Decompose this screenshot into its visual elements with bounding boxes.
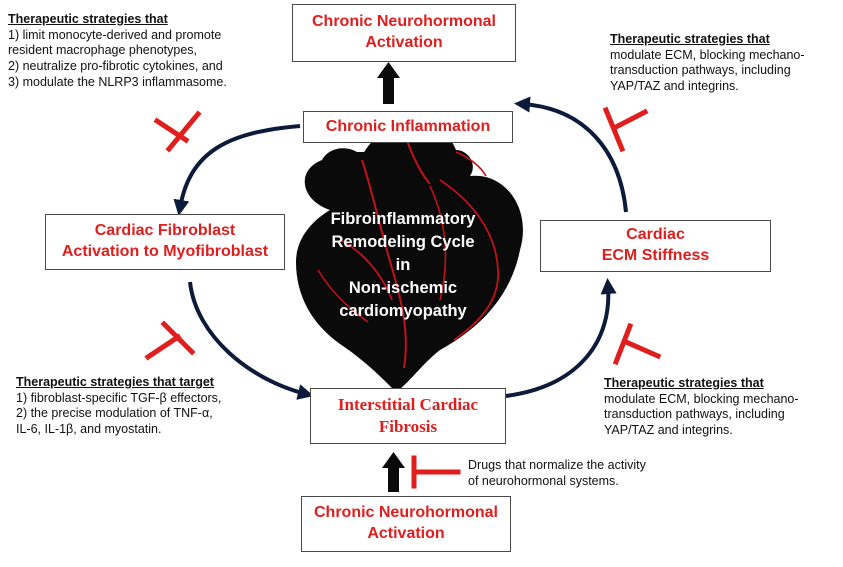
up-arrow-icon [377, 62, 400, 104]
curved-arrow-icon [188, 281, 314, 400]
box-fibrosis: Interstitial Cardiac Fibrosis [310, 388, 506, 444]
center-label-line: Remodeling Cycle [331, 233, 475, 252]
box-line: Activation to Myofibroblast [61, 243, 269, 260]
curved-arrow-icon [173, 124, 301, 216]
box-ecm: Cardiac ECM Stiffness [540, 220, 771, 272]
curved-arrow-icon [505, 278, 617, 398]
note-line: IL-6, IL-1β, and myostatin. [16, 421, 162, 436]
note-line: 1) fibroblast-specific TGF-β effectors, [16, 390, 222, 405]
box-line: Chronic Inflammation [325, 117, 491, 135]
note-line: 3) modulate the NLRP3 inflammasome. [8, 74, 227, 89]
center-label-line: Fibroinflammatory [330, 210, 476, 228]
box-line: Activation [365, 34, 443, 51]
box-line: Activation [367, 525, 445, 542]
note-line: 2) the precise modulation of TNF-α, [16, 406, 213, 421]
box-line: Cardiac [626, 226, 685, 244]
note-bottom-right: Therapeutic strategies that modulate ECM… [604, 376, 799, 439]
note-line: YAP/TAZ and integrins. [604, 422, 733, 437]
note-heading: Therapeutic strategies that [610, 32, 770, 46]
box-line: Fibrosis [378, 417, 438, 436]
box-line: Chronic Neurohormonal [313, 504, 498, 522]
box-fibroblast: Cardiac Fibroblast Activation to Myofibr… [45, 214, 285, 270]
note-top-right: Therapeutic strategies that modulate ECM… [610, 32, 805, 95]
note-line: modulate ECM, blocking mechano- [610, 47, 805, 62]
note-line: transduction pathways, including [610, 63, 791, 78]
up-arrow-icon [382, 452, 405, 492]
center-label-line: cardiomyopathy [339, 302, 467, 321]
center-label-line: Non-ischemic [348, 279, 458, 298]
note-drugs: Drugs that normalize the activity of neu… [468, 458, 646, 489]
inhibit-t-icon [411, 455, 461, 489]
curved-arrow-icon [514, 96, 628, 213]
note-line: resident macrophage phenotypes, [8, 43, 198, 58]
inhibit-t-icon [153, 110, 202, 153]
note-line: YAP/TAZ and integrins. [610, 78, 739, 93]
center-label-line: in [395, 256, 411, 275]
box-line: ECM Stiffness [601, 247, 710, 264]
note-line: of neurohormonal systems. [468, 473, 619, 488]
note-line: transduction pathways, including [604, 407, 785, 422]
note-heading: Therapeutic strategies that [604, 376, 764, 390]
box-line: Interstitial Cardiac [337, 394, 479, 414]
note-bottom-left: Therapeutic strategies that target 1) fi… [16, 375, 221, 438]
box-top-neurohormonal: Chronic Neurohormonal Activation [292, 4, 516, 62]
center-label: Fibroinflammatory Remodeling Cycle in No… [300, 208, 506, 323]
note-top-left: Therapeutic strategies that 1) limit mon… [8, 12, 227, 90]
inhibit-t-icon [612, 322, 662, 366]
box-line: Chronic Neurohormonal [311, 13, 496, 31]
box-inflammation: Chronic Inflammation [303, 111, 513, 143]
note-heading: Therapeutic strategies that [8, 12, 168, 26]
note-heading: Therapeutic strategies that target [16, 375, 214, 389]
note-line: 2) neutralize pro-fibrotic cytokines, an… [8, 58, 223, 73]
inhibit-t-icon [144, 320, 196, 361]
note-line: modulate ECM, blocking mechano- [604, 391, 799, 406]
box-bottom-neurohormonal: Chronic Neurohormonal Activation [301, 496, 511, 552]
note-line: Drugs that normalize the activity [468, 458, 646, 472]
inhibit-t-icon [602, 106, 649, 153]
note-line: 1) limit monocyte-derived and promote [8, 27, 222, 42]
heart-icon [296, 126, 523, 392]
box-line: Cardiac Fibroblast [94, 222, 236, 240]
